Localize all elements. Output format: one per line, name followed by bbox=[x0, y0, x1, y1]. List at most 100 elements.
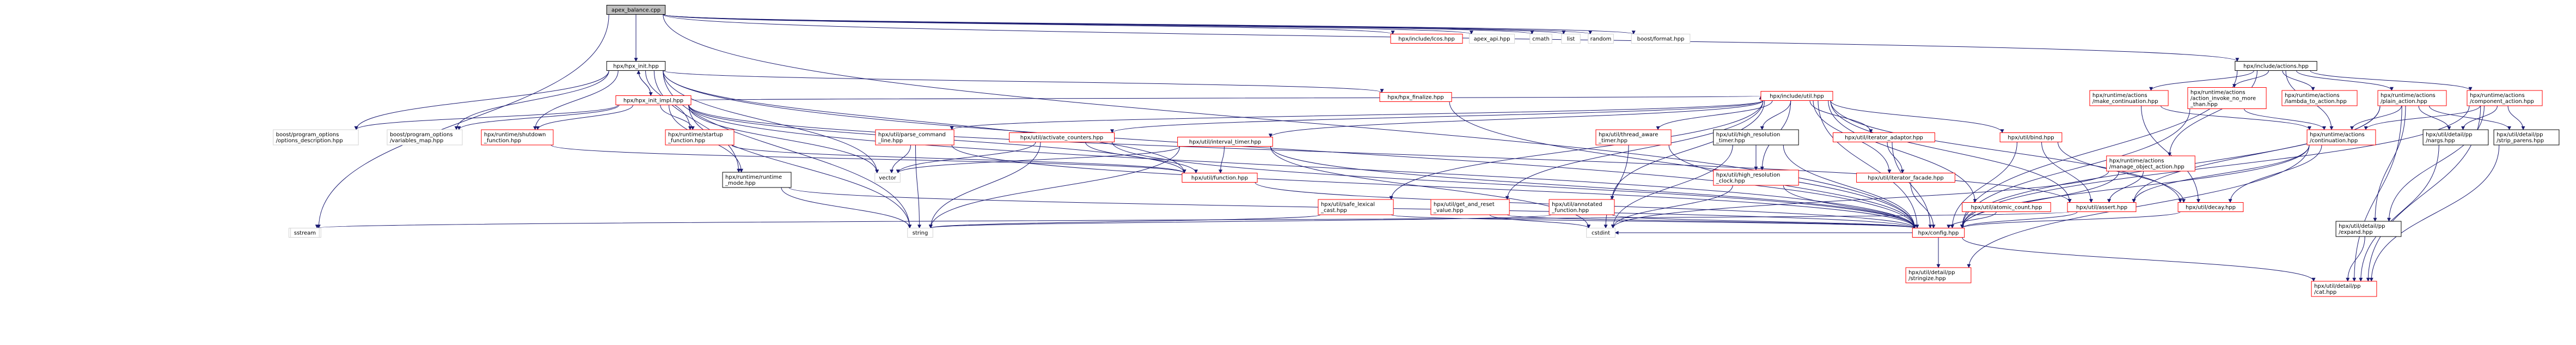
graph-node-stripparens[interactable]: hpx/util/detail/pp/strip_parens.hpp bbox=[2493, 129, 2560, 146]
graph-edge-startupfn-to-function bbox=[731, 144, 1186, 174]
graph-node-runtimemode[interactable]: hpx/runtime/runtime_mode.hpp bbox=[722, 172, 792, 188]
graph-node-lambda[interactable]: hpx/runtime/actions/lambda_to_action.hpp bbox=[2281, 90, 2358, 106]
graph-node-label-line: _timer.hpp bbox=[1716, 138, 1745, 144]
graph-node-box bbox=[2377, 90, 2447, 106]
graph-node-label-line: /make_continuation.hpp bbox=[2092, 99, 2158, 105]
graph-edge-activatecnt-to-config bbox=[1112, 142, 1917, 229]
graph-node-intervaltimer[interactable]: hpx/util/interval_timer.hpp bbox=[1177, 137, 1273, 147]
graph-node-label: hpx/runtime/actions/action_invoke_no_mor… bbox=[2190, 90, 2256, 108]
graph-edge-incutil-to-intervaltimer bbox=[1269, 100, 1764, 138]
graph-node-safelexical[interactable]: hpx/util/safe_lexical_cast.hpp bbox=[1318, 199, 1394, 215]
graph-node-box bbox=[874, 173, 901, 183]
graph-edge-shutdownfn-to-function bbox=[550, 144, 1186, 174]
graph-node-label-line: _timer.hpp bbox=[1598, 138, 1627, 144]
graph-node-box bbox=[2187, 87, 2267, 109]
graph-node-bind[interactable]: hpx/util/bind.hpp bbox=[1999, 132, 2063, 142]
graph-node-label-line: /continuation.hpp bbox=[2310, 138, 2358, 144]
graph-node-bpoptdesc: boost/program_options/options_descriptio… bbox=[273, 129, 359, 146]
graph-node-box bbox=[1962, 202, 2051, 212]
graph-node-assert[interactable]: hpx/util/assert.hpp bbox=[2067, 202, 2137, 212]
graph-node-label: hpx/runtime/actions/manage_object_action… bbox=[2109, 158, 2185, 170]
graph-node-hpxinit[interactable]: hpx/hpx_init.hpp bbox=[606, 61, 666, 71]
graph-node-plainaction[interactable]: hpx/runtime/actions/plain_action.hpp bbox=[2377, 90, 2447, 106]
graph-node-label-line: hpx/include/lcos.hpp bbox=[1398, 37, 1454, 43]
graph-edge-compaction-to-stripparens bbox=[2507, 105, 2525, 130]
graph-node-expand[interactable]: hpx/util/detail/pp/expand.hpp bbox=[2335, 221, 2402, 237]
graph-node-string: string bbox=[907, 228, 933, 238]
graph-node-label: hpx/util/decay.hpp bbox=[2186, 205, 2236, 211]
graph-node-shutdownfn[interactable]: hpx/runtime/shutdown_function.hpp bbox=[481, 129, 554, 146]
graph-node-label-line: hpx/util/safe_lexical bbox=[1321, 202, 1375, 208]
graph-node-actions[interactable]: hpx/include/actions.hpp bbox=[2235, 61, 2317, 71]
graph-edge-parsecmd-to-vector bbox=[890, 144, 911, 174]
graph-node-makecont[interactable]: hpx/runtime/actions/make_continuation.hp… bbox=[2089, 90, 2169, 106]
graph-node-label-line: _function.hpp bbox=[668, 138, 705, 144]
graph-node-box bbox=[290, 228, 320, 238]
graph-node-hrtimer[interactable]: hpx/util/high_resolution_timer.hpp bbox=[1713, 129, 1799, 146]
graph-node-hrclock[interactable]: hpx/util/high_resolution_clock.hpp bbox=[1713, 170, 1799, 186]
graph-node-label: hpx/include/actions.hpp bbox=[2243, 64, 2309, 70]
graph-node-box bbox=[387, 129, 463, 146]
graph-edge-hpxinitimpl-to-incutil bbox=[690, 95, 1761, 101]
graph-node-finalize[interactable]: hpx/hpx_finalize.hpp bbox=[1379, 92, 1452, 102]
graph-node-config[interactable]: hpx/config.hpp bbox=[1912, 228, 1965, 238]
graph-node-mergeshpp[interactable]: hpx/util/detail/pp/nargs.hpp bbox=[2422, 129, 2489, 146]
graph-node-root[interactable]: apex_balance.cpp bbox=[606, 5, 666, 15]
graph-node-box bbox=[2311, 281, 2377, 297]
graph-node-incutil[interactable]: hpx/include/util.hpp bbox=[1760, 91, 1833, 101]
graph-node-iteradaptor[interactable]: hpx/util/iterator_adaptor.hpp bbox=[1833, 132, 1935, 142]
graph-node-box bbox=[2177, 202, 2244, 212]
graph-node-label-line: cstdint bbox=[1592, 231, 1610, 237]
graph-edge-root-to-bformat bbox=[663, 14, 1636, 35]
graph-node-label: list bbox=[1567, 37, 1575, 43]
graph-node-parsecmd[interactable]: hpx/util/parse_command_line.hpp bbox=[875, 129, 954, 146]
graph-edge-hpxinitimpl-to-vector bbox=[688, 105, 879, 174]
graph-node-label: hpx/util/function.hpp bbox=[1191, 175, 1248, 181]
graph-node-cat[interactable]: hpx/util/detail/pp/cat.hpp bbox=[2311, 281, 2377, 297]
graph-node-label: hpx/util/detail/pp/stringize.hpp bbox=[1908, 270, 1955, 282]
graph-node-box bbox=[2106, 155, 2195, 172]
graph-node-label-line: hpx/util/parse_command bbox=[878, 132, 946, 138]
graph-edge-incutil-to-activatecnt bbox=[1110, 100, 1764, 134]
graph-node-compaction[interactable]: hpx/runtime/actions/component_action.hpp bbox=[2467, 90, 2543, 106]
graph-node-activatecnt[interactable]: hpx/util/activate_counters.hpp bbox=[1009, 132, 1115, 142]
graph-edge-incutil-to-config bbox=[1818, 100, 1919, 229]
graph-node-box bbox=[1588, 34, 1614, 44]
graph-edge-iteradaptor-to-config bbox=[1892, 142, 1932, 229]
graph-node-label: cmath bbox=[1532, 37, 1550, 43]
graph-node-label-line: hpx/runtime/runtime bbox=[725, 174, 782, 180]
graph-node-startupfn[interactable]: hpx/runtime/startup_function.hpp bbox=[665, 129, 735, 146]
graph-edge-incutil-to-parsecmd bbox=[950, 100, 1764, 130]
graph-node-decay[interactable]: hpx/util/decay.hpp bbox=[2177, 202, 2244, 212]
graph-node-invokenomore[interactable]: hpx/runtime/actions/action_invoke_no_mor… bbox=[2187, 87, 2267, 109]
graph-edge-hpxinitimpl-to-bpvarmap bbox=[457, 105, 620, 130]
graph-node-lcos[interactable]: hpx/include/lcos.hpp bbox=[1390, 34, 1463, 44]
graph-node-label-line: boost/format.hpp bbox=[1637, 37, 1685, 43]
graph-node-cstdint: cstdint bbox=[1586, 228, 1616, 238]
graph-node-hpxinitimpl[interactable]: hpx/hpx_init_impl.hpp bbox=[615, 95, 692, 105]
graph-node-label-line: _function.hpp bbox=[484, 138, 521, 144]
graph-node-label-line: _line.hpp bbox=[878, 138, 903, 144]
graph-node-continuation[interactable]: hpx/runtime/actions/continuation.hpp bbox=[2306, 129, 2376, 146]
graph-edge-activatecnt-to-vector bbox=[896, 142, 1036, 174]
graph-node-threadaware[interactable]: hpx/util/thread_aware_timer.hpp bbox=[1595, 129, 1672, 146]
graph-node-label: hpx/hpx_finalize.hpp bbox=[1387, 95, 1444, 101]
graph-node-label: hpx/hpx_init.hpp bbox=[613, 64, 659, 70]
graph-node-label: hpx/util/annotated_function.hpp bbox=[1551, 202, 1602, 214]
graph-edge-safelexical-to-config bbox=[1391, 214, 1917, 229]
graph-edge-hpxinitimpl-to-assert bbox=[688, 105, 2072, 203]
graph-edge-actions-to-compaction bbox=[2310, 70, 2473, 91]
graph-node-atomiccount[interactable]: hpx/util/atomic_count.hpp bbox=[1962, 202, 2051, 212]
graph-node-sstream: sstream bbox=[290, 228, 320, 238]
graph-node-getresetval[interactable]: hpx/util/get_and_reset_value.hpp bbox=[1430, 199, 1510, 215]
graph-edge-bind-to-config bbox=[1950, 142, 2017, 229]
graph-node-manageobj[interactable]: hpx/runtime/actions/manage_object_action… bbox=[2106, 155, 2195, 172]
graph-edge-assert-to-config bbox=[1960, 211, 2078, 229]
graph-node-stringize[interactable]: hpx/util/detail/pp/stringize.hpp bbox=[1905, 267, 1972, 283]
graph-node-iterfacade[interactable]: hpx/util/iterator_facade.hpp bbox=[1856, 173, 1955, 183]
graph-node-label-line: hpx/util/detail/pp bbox=[2339, 223, 2385, 229]
graph-node-annotatedfn[interactable]: hpx/util/annotated_function.hpp bbox=[1549, 199, 1615, 215]
graph-node-function[interactable]: hpx/util/function.hpp bbox=[1182, 173, 1258, 183]
graph-node-label-line: random bbox=[1590, 37, 1612, 43]
